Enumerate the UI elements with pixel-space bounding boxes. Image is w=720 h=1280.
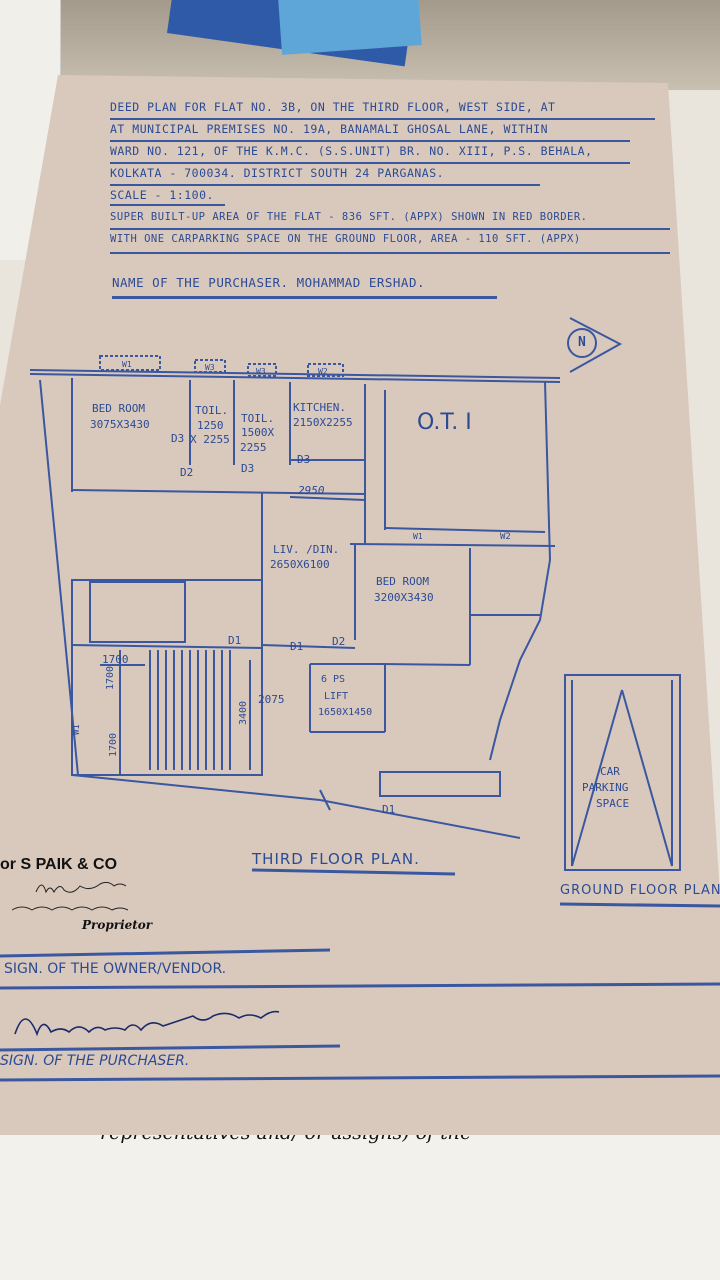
bedroom2-label: BED ROOM (376, 575, 429, 588)
door-label: D1 (228, 634, 242, 647)
door-label: D3 (171, 432, 185, 445)
underline (110, 228, 670, 230)
window-label: W1 (122, 360, 132, 369)
underline (110, 162, 630, 164)
header-line-6: SUPER BUILT-UP AREA OF THE FLAT - 836 SF… (110, 211, 588, 223)
lift-size: 1650X1450 (318, 707, 373, 718)
lift-label: 6 PS (321, 674, 346, 685)
window-label: W2 (318, 367, 328, 376)
dimension-label: 2950 (298, 484, 325, 497)
header-line-3: WARD NO. 121, OF THE K.M.C. (S.S.UNIT) B… (110, 144, 593, 158)
bedroom1-label: BED ROOM (92, 402, 145, 415)
third-floor-plan-title: THIRD FLOOR PLAN. (252, 850, 420, 868)
toilet1-size2: X 2255 (190, 433, 230, 446)
window-label: W1 (413, 532, 423, 541)
toilet2-size: 1500X (241, 426, 275, 439)
door-label: D3 (297, 453, 311, 466)
dimension-label: 1700 (102, 653, 129, 666)
header-line-7: WITH ONE CARPARKING SPACE ON THE GROUND … (110, 233, 581, 245)
north-arrow-circle (567, 328, 597, 358)
underline (110, 140, 630, 142)
kitchen-label: KITCHEN. (293, 401, 346, 414)
deed-plan-sheet (0, 75, 720, 1135)
proprietor-label: Proprietor (82, 918, 153, 932)
toilet2-label: TOIL. (241, 412, 275, 425)
purchaser-sign-label: SIGN. OF THE PURCHASER. (0, 1053, 190, 1069)
bedroom2-size: 3200X3430 (374, 591, 434, 604)
header-line-4: KOLKATA - 700034. DISTRICT SOUTH 24 PARG… (110, 166, 445, 180)
parking-label: PARKING (582, 781, 629, 794)
door-label: D1 (290, 640, 304, 653)
lift-label: LIFT (324, 691, 349, 702)
underline (110, 184, 540, 186)
door-label: D3 (241, 462, 255, 475)
purchaser-name: NAME OF THE PURCHASER. MOHAMMAD ERSHAD. (112, 275, 425, 290)
north-arrow-pointer (569, 317, 623, 373)
living-dining-label: LIV. /DIN. (273, 543, 340, 556)
window-label: W3 (205, 363, 215, 372)
bedroom1-size: 3075X3430 (90, 418, 150, 431)
living-dining-size: 2650X6100 (270, 558, 330, 571)
ground-floor-plan-title: GROUND FLOOR PLAN (560, 883, 720, 898)
kitchen-size: 2150X2255 (293, 416, 353, 429)
door-label: D2 (180, 466, 194, 479)
header-line-1: DEED PLAN FOR FLAT NO. 3B, ON THE THIRD … (110, 100, 556, 114)
header-line-2: AT MUNICIPAL PREMISES NO. 19A, BANAMALI … (110, 122, 548, 136)
window-label: W3 (256, 367, 266, 376)
dimension-label: 2075 (258, 693, 285, 706)
car-label: CAR (600, 765, 620, 778)
toilet1-label: TOIL. (195, 404, 229, 417)
company-name: or S PAIK & CO (0, 856, 118, 873)
owner-sign-label: SIGN. OF THE OWNER/VENDOR. (4, 961, 227, 977)
underline (110, 204, 225, 206)
underline (110, 118, 655, 120)
space-label: SPACE (596, 797, 630, 810)
door-label: D2 (332, 635, 346, 648)
door-label: D1 (382, 803, 396, 816)
underline (110, 252, 670, 254)
toilet2-size2: 2255 (240, 441, 267, 454)
window-label: W2 (500, 532, 511, 542)
ot-label: O.T. I (417, 410, 472, 435)
underline (112, 296, 497, 299)
north-label: N (578, 335, 586, 350)
toilet1-size: 1250 (197, 419, 224, 432)
header-line-5: SCALE - 1:100. (110, 188, 214, 202)
